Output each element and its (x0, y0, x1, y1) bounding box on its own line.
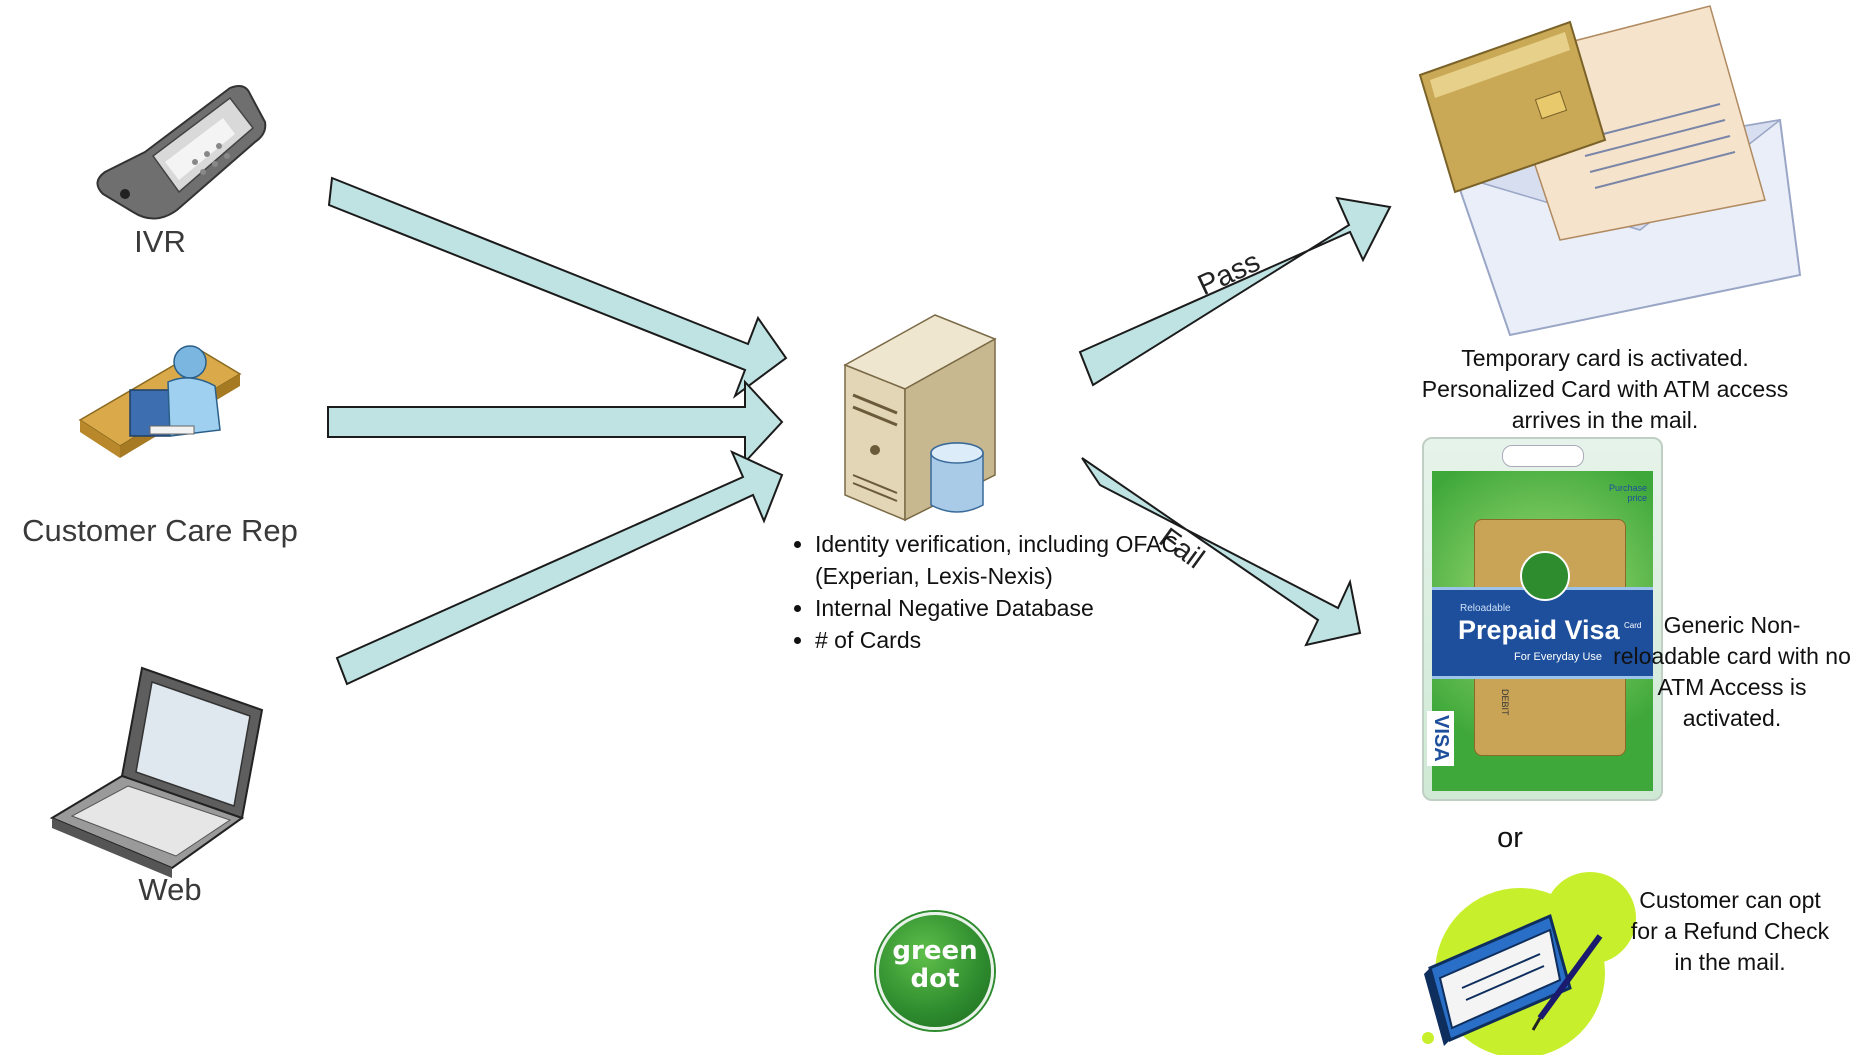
arrow-fail (1081, 457, 1362, 647)
arrow-rep-to-server (327, 379, 784, 465)
package-hang-tab (1502, 445, 1584, 467)
green-dot-logo: green dot (876, 912, 994, 1030)
check-item-identity: Identity verification, including OFAC (E… (815, 528, 1235, 592)
logo-text-dot: dot (910, 964, 960, 994)
customer-care-rep-label: Customer Care Rep (22, 513, 298, 548)
package-logo-badge (1520, 551, 1570, 601)
reloadable-label: Reloadable (1460, 603, 1511, 614)
refund-text: Customer can opt for a Refund Check in t… (1630, 887, 1830, 975)
prepaid-visa-title: Prepaid Visa (1458, 615, 1620, 645)
check-item-card-count: # of Cards (815, 624, 1235, 656)
logo-text-green: green (892, 936, 978, 966)
check-item-negative-db: Internal Negative Database (815, 592, 1235, 624)
or-label: or (1497, 822, 1523, 854)
web-label: Web (138, 872, 202, 907)
arrow-pass (1078, 196, 1392, 387)
package-blue-band (1432, 587, 1653, 679)
ivr-label: IVR (134, 224, 186, 259)
prepaid-visa-package: Purchase price Reloadable Prepaid Visa C… (1422, 437, 1663, 801)
purchase-price-label: Purchase price (1608, 483, 1647, 503)
tagline-label: For Everyday Use (1514, 651, 1603, 663)
arrow-web-to-server (335, 449, 784, 686)
card-word-label: Card (1624, 621, 1642, 630)
fail-result-text: Generic Non-reloadable card with no ATM … (1613, 612, 1851, 731)
arrow-ivr-to-server (327, 176, 788, 399)
pass-result-text: Temporary card is activated. Personalize… (1421, 345, 1789, 433)
verification-checks-list: Identity verification, including OFAC (E… (775, 528, 1235, 656)
